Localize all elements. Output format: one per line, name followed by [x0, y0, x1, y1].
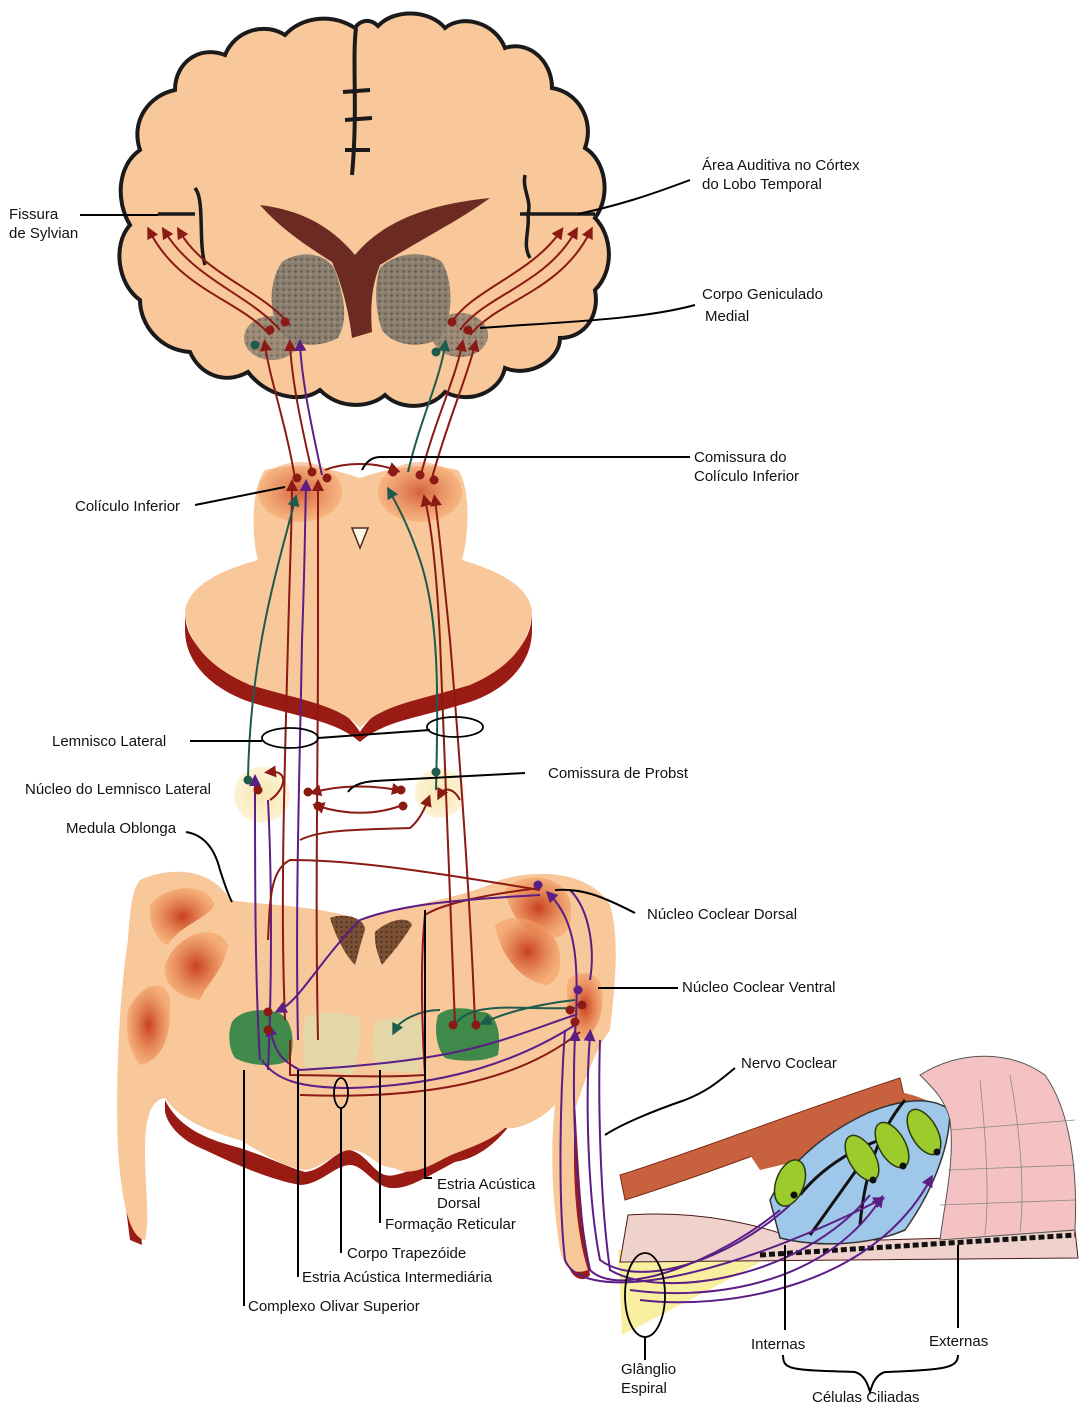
cerebrum	[119, 13, 608, 405]
label-internas: Internas	[751, 1336, 805, 1353]
inferior-colliculus-left	[258, 462, 342, 522]
label-area-auditiva-2: do Lobo Temporal	[702, 176, 822, 193]
label-estria-intermediaria: Estria Acústica Intermediária	[302, 1269, 493, 1286]
label-lemnisco-lateral: Lemnisco Lateral	[52, 733, 166, 750]
label-comissura-coliculo-2: Colículo Inferior	[694, 468, 799, 485]
cerebrum-outline	[119, 13, 608, 405]
label-complexo-olivar: Complexo Olivar Superior	[248, 1298, 420, 1315]
superior-olive-right	[436, 1008, 499, 1060]
label-externas: Externas	[929, 1333, 988, 1350]
label-fissura-2: de Sylvian	[9, 225, 78, 242]
label-nucleo-coclear-dorsal: Núcleo Coclear Dorsal	[647, 906, 797, 923]
lateral-lemniscus-marker-right	[427, 717, 483, 737]
label-ganglio-espiral-1: Glânglio	[621, 1361, 676, 1378]
label-ganglio-espiral-2: Espiral	[621, 1380, 667, 1397]
reticular-formation-right	[373, 1018, 426, 1075]
midbrain	[185, 462, 532, 742]
label-estria-dorsal-1: Estria Acústica	[437, 1176, 536, 1193]
label-nucleo-coclear-ventral: Núcleo Coclear Ventral	[682, 979, 835, 996]
label-formacao-reticular: Formação Reticular	[385, 1216, 516, 1233]
label-comissura-coliculo-1: Comissura do	[694, 449, 787, 466]
label-estria-dorsal-2: Dorsal	[437, 1195, 480, 1212]
label-medula-oblonga: Medula Oblonga	[66, 820, 177, 837]
label-corpo-geniculado-2: Medial	[705, 308, 749, 325]
label-area-auditiva-1: Área Auditiva no Córtex	[702, 157, 860, 174]
label-corpo-trapezoide: Corpo Trapezóide	[347, 1245, 466, 1262]
label-nervo-coclear: Nervo Coclear	[741, 1055, 837, 1072]
label-corpo-geniculado-1: Corpo Geniculado	[702, 286, 823, 303]
label-comissura-probst: Comissura de Probst	[548, 765, 689, 782]
label-nucleo-lemnisco: Núcleo do Lemnisco Lateral	[25, 781, 211, 798]
label-celulas-ciliadas: Células Ciliadas	[812, 1389, 920, 1406]
lateral-lemniscus-marker-left	[262, 728, 318, 748]
label-fissura-1: Fissura	[9, 206, 59, 223]
label-coliculo-inferior: Colículo Inferior	[75, 498, 180, 515]
